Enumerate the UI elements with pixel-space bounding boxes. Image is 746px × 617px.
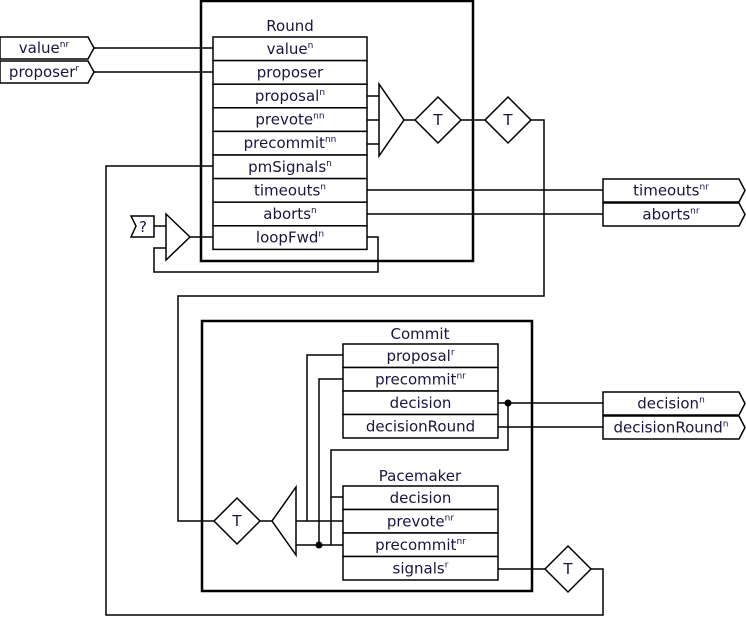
input-proposer-label: proposer [9,63,76,81]
round-field-label: pmSignalsn [248,158,332,176]
pacemaker-field-label: signalsr [393,559,449,577]
transform-node-2: T [483,95,533,145]
pacemaker-fields: decision prevotenr precommitnr signalsr [342,485,499,581]
round-field-label: valuen [267,40,314,58]
merge-funnel [378,81,405,159]
output-aborts [602,202,746,227]
commit-fields: proposalr precommitnr decision decisionRoun… [342,343,499,439]
round-field-label: prevotenn [255,111,324,129]
commit-field-label: decisionRound [366,417,475,435]
svg-text:T: T [231,512,242,530]
input-value: valuenr [0,36,95,60]
pacemaker-field-label: decision [390,489,452,507]
pacemaker-title: Pacemaker [379,467,462,485]
svg-text:?: ? [139,218,147,236]
input-value-sup: nr [60,40,70,50]
round-title: Round [266,17,313,35]
round-field-label: proposer [257,63,324,81]
round-field-label: abortsn [263,205,316,223]
output-tags: timeoutsnr abortsnr decisionn decisionRound… [602,178,746,440]
round-field-label: loopFwdn [256,229,324,247]
split-funnel [271,484,297,558]
round-field-box [212,225,368,251]
transform-node-4: T [543,544,593,594]
wires [94,47,604,616]
unknown-source: ? [129,215,155,238]
commit-field-box [342,413,499,439]
svg-text:T: T [502,111,513,129]
pacemaker-field-box [342,555,499,581]
output-decisionround [602,415,746,440]
transform-node-1: T [413,95,463,145]
commit-frame [200,319,534,593]
round-frame [199,0,475,263]
output-decisionround-label: decisionRoundn [613,419,728,437]
svg-text:proposerr: proposerr [9,63,79,81]
svg-text:T: T [432,111,443,129]
round-field-label: timeoutsn [254,181,326,199]
commit-field-label: precommitnr [375,370,466,388]
pacemaker-field-label: prevotenr [387,512,454,530]
loop-merge-triangle [165,212,192,262]
round-field-label: proposaln [255,87,325,105]
output-timeouts-label: timeoutsnr [633,182,709,200]
pacemaker-field-label: precommitnr [375,536,466,554]
input-proposer-sup: r [75,64,79,74]
commit-title: Commit [391,325,450,343]
output-timeouts [602,178,746,203]
input-proposer: proposerr [0,60,95,84]
output-decision [602,391,746,416]
commit-field-label: proposalr [386,347,454,365]
round-field-label: precommitnn [244,134,337,152]
output-aborts-label: abortsnr [642,206,699,224]
svg-text:valuenr: valuenr [19,39,70,57]
svg-text:T: T [562,560,573,578]
input-value-label: value [19,39,60,57]
commit-field-label: decision [390,394,452,412]
transform-node-3: T [212,496,262,546]
round-fields: valuen proposer proposaln prevotenn precommi… [212,36,368,251]
output-decision-label: decisionn [637,395,705,413]
